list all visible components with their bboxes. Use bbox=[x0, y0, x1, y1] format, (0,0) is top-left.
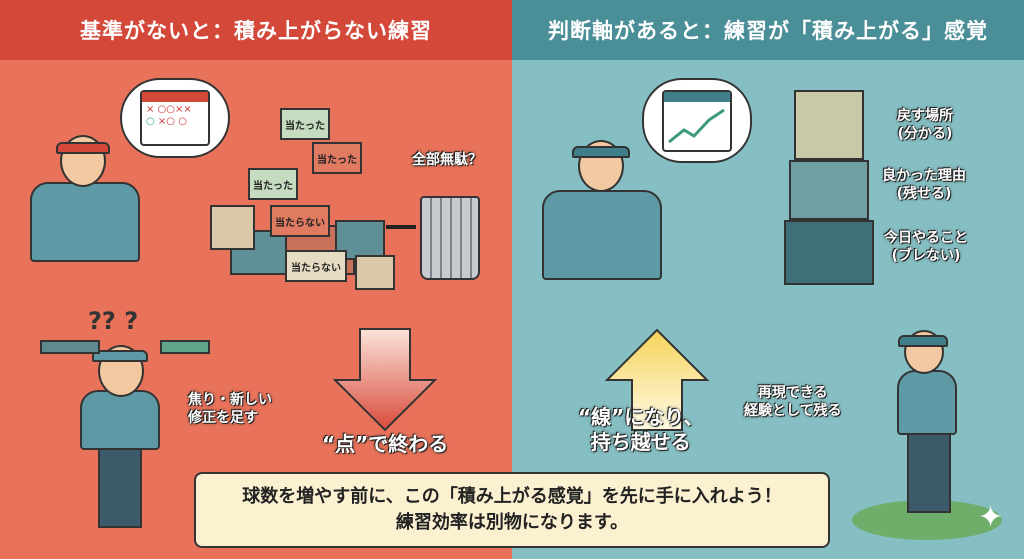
tower-label-line: (残せる) bbox=[896, 185, 952, 202]
block-label: 当たらない bbox=[285, 250, 347, 282]
block-label: 当たった bbox=[280, 108, 330, 140]
down-arrow-icon bbox=[332, 328, 438, 432]
arrow-right-icon bbox=[160, 340, 210, 354]
line-label: “線”になり、 持ち越せる bbox=[578, 405, 704, 455]
arrow-left-icon bbox=[40, 340, 100, 354]
banner-line-2: 練習効率は別物になります。 bbox=[395, 512, 629, 533]
trash-label: 全部無駄？ bbox=[412, 152, 482, 168]
left-header: 基準がないと：積み上がらない練習 bbox=[0, 0, 512, 60]
arrow-right-icon bbox=[386, 225, 416, 229]
tower-label: 戻す場所(分かる) bbox=[897, 108, 953, 143]
bottom-banner: 球数を増やす前に、この「積み上がる感覚」を先に手に入れよう！ 練習効率は別物にな… bbox=[194, 472, 830, 548]
tower-label-line: (分かる) bbox=[897, 125, 953, 142]
tower-label-line: 戻す場所 bbox=[897, 108, 953, 124]
line-label-2: 持ち越せる bbox=[590, 430, 691, 454]
tower-label: 良かった理由(残せる) bbox=[882, 168, 966, 203]
impatience-line-2: 修正を足す bbox=[188, 409, 258, 426]
block bbox=[355, 255, 395, 290]
block-label: 当たらない bbox=[270, 205, 330, 237]
block-label: 当たった bbox=[248, 168, 298, 200]
tower-label-line: 今日やること bbox=[884, 230, 968, 246]
trash-can-icon bbox=[420, 196, 480, 280]
reproducible-line-2: 経験として残る bbox=[744, 402, 842, 419]
block-label: 当たった bbox=[312, 142, 362, 174]
impatience-line-1: 焦り・新しい bbox=[188, 392, 272, 408]
calendar-icon: × ○○×× ○ ×○ ○ bbox=[140, 90, 210, 146]
line-label-1: “線”になり、 bbox=[578, 405, 704, 429]
up-arrow-icon bbox=[604, 328, 710, 431]
right-panel: 判断軸があると：練習が「積み上がる」感覚 戻す場所(分かる) 良かった理由(残せ… bbox=[512, 0, 1024, 559]
reproducible-line-1: 再現できる bbox=[757, 385, 828, 401]
tower-label-line: 良かった理由 bbox=[882, 168, 966, 184]
calendar-chart-icon bbox=[662, 90, 732, 152]
tower-label: 今日やること(ブレない) bbox=[884, 230, 968, 265]
reproducible-label: 再現できる 経験として残る bbox=[744, 385, 842, 420]
sparkle-icon: ✦ bbox=[978, 500, 1004, 535]
right-header: 判断軸があると：練習が「積み上がる」感覚 bbox=[512, 0, 1024, 60]
tower-label-line: (ブレない) bbox=[891, 247, 961, 264]
impatience-label: 焦り・新しい 修正を足す bbox=[188, 392, 272, 427]
question-marks: ?? ? bbox=[88, 307, 139, 335]
banner-line-1: 球数を増やす前に、この「積み上がる感覚」を先に手に入れよう！ bbox=[242, 485, 782, 507]
left-panel: 基準がないと：積み上がらない練習 × ○○×× ○ ×○ ○ 当たった 当たった… bbox=[0, 0, 512, 528]
block bbox=[210, 205, 255, 250]
ends-label: “点”で終わる bbox=[322, 432, 449, 456]
